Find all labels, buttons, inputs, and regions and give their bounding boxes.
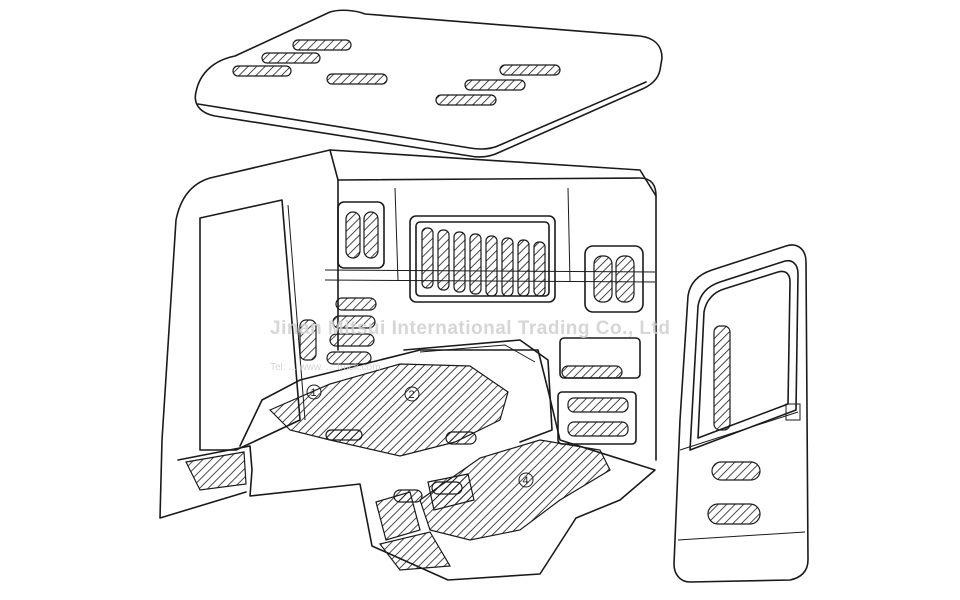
- rear-window-center: [409, 215, 556, 303]
- cab-body-shell: [159, 149, 657, 519]
- callout-labels: 1 2 4: [306, 384, 534, 488]
- watermark-contact: Tel: ... www. ... truck.com: [270, 362, 381, 373]
- rear-wall-pads-left: [299, 297, 377, 365]
- roof-panel: [194, 9, 663, 158]
- callout-1: 1: [311, 387, 317, 399]
- floor-assembly: [177, 339, 656, 581]
- rear-window-right: [584, 245, 644, 313]
- watermark-company: Jinan Mitsui International Trading Co., …: [270, 318, 671, 339]
- rear-window-left: [337, 201, 385, 269]
- rear-wall-pads-right: [557, 337, 641, 445]
- door-panel: [673, 244, 809, 583]
- callout-2: 2: [409, 389, 415, 401]
- callout-4: 4: [523, 475, 529, 487]
- roof-vent-slots: [232, 39, 561, 106]
